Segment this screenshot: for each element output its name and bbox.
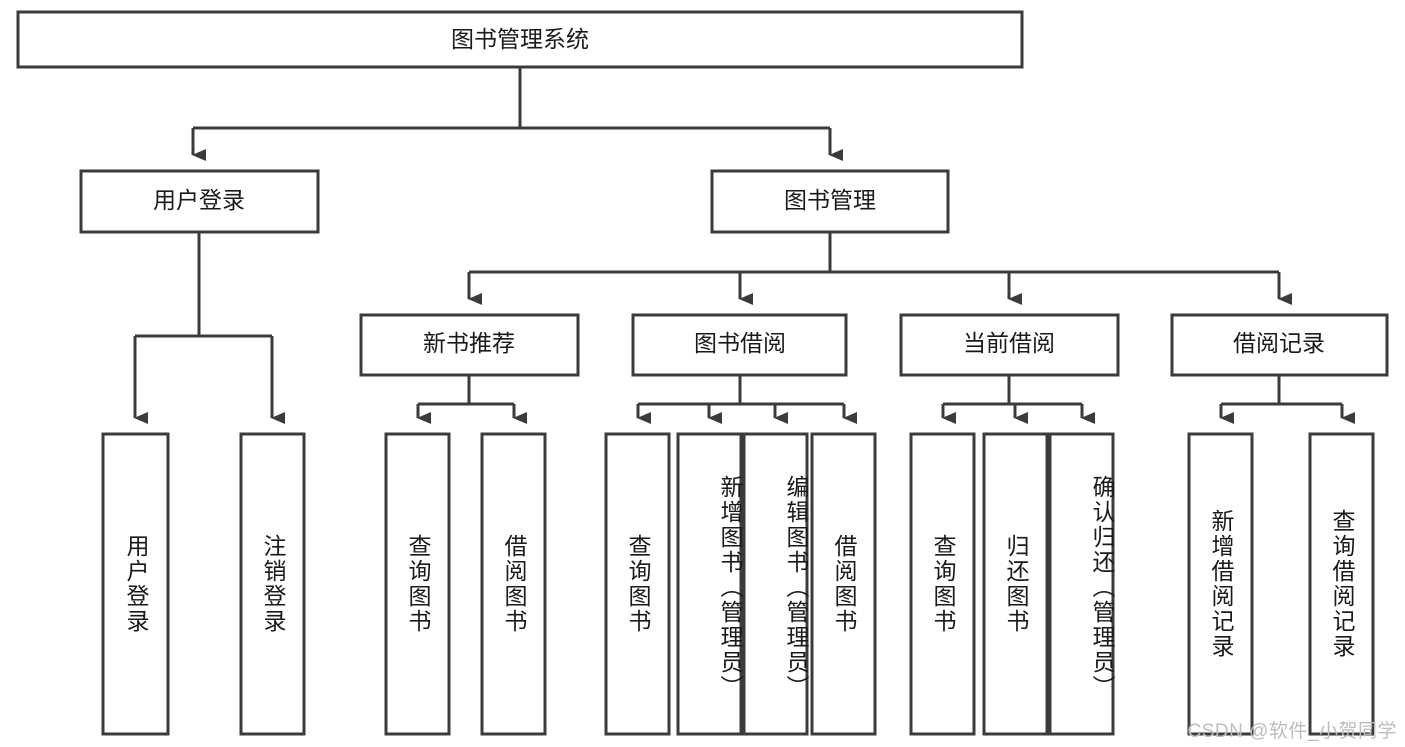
node-leaf-query-book-2[interactable]	[604, 432, 671, 736]
node-borrow-record-label: 借阅记录	[1233, 330, 1325, 356]
node-leaf-return-book[interactable]	[982, 432, 1049, 736]
node-root[interactable]	[16, 10, 1024, 69]
node-current-borrow-label: 当前借阅	[963, 330, 1055, 356]
node-book-borrow[interactable]	[631, 313, 848, 377]
connector-group	[133, 67, 1355, 424]
node-current-borrow[interactable]	[899, 313, 1120, 377]
node-leaf-borrow-book-2[interactable]	[810, 432, 877, 736]
node-user-login-label: 用户登录	[153, 187, 245, 213]
node-user-login[interactable]	[79, 169, 320, 234]
node-leaf-add-book[interactable]	[676, 432, 743, 736]
node-leaf-confirm-return[interactable]	[1048, 432, 1115, 736]
node-root-label: 图书管理系统	[451, 26, 589, 52]
node-leaf-edit-book[interactable]	[742, 432, 809, 736]
node-book-manage-label: 图书管理	[784, 187, 876, 213]
node-book-manage[interactable]	[710, 169, 950, 234]
node-leaf-query-book-3[interactable]	[909, 432, 976, 736]
node-leaf-add-record[interactable]	[1187, 432, 1254, 736]
watermark-text: CSDN @软件_小贺同学	[1187, 721, 1397, 742]
node-leaf-user-login[interactable]	[101, 432, 170, 736]
node-leaf-logout[interactable]	[239, 432, 306, 736]
node-new-book-recommend[interactable]	[359, 313, 580, 377]
node-leaf-query-book-1[interactable]	[384, 432, 451, 736]
node-book-borrow-label: 图书借阅	[694, 330, 786, 356]
node-leaf-borrow-book-1[interactable]	[480, 432, 547, 736]
node-borrow-record[interactable]	[1170, 313, 1389, 377]
node-new-book-recommend-label: 新书推荐	[423, 330, 515, 356]
node-box-group: 图书管理系统 用户登录 图书管理 新书推荐 图书借阅 当前借阅 借阅记录	[16, 10, 1389, 736]
node-leaf-query-record[interactable]	[1308, 432, 1375, 736]
